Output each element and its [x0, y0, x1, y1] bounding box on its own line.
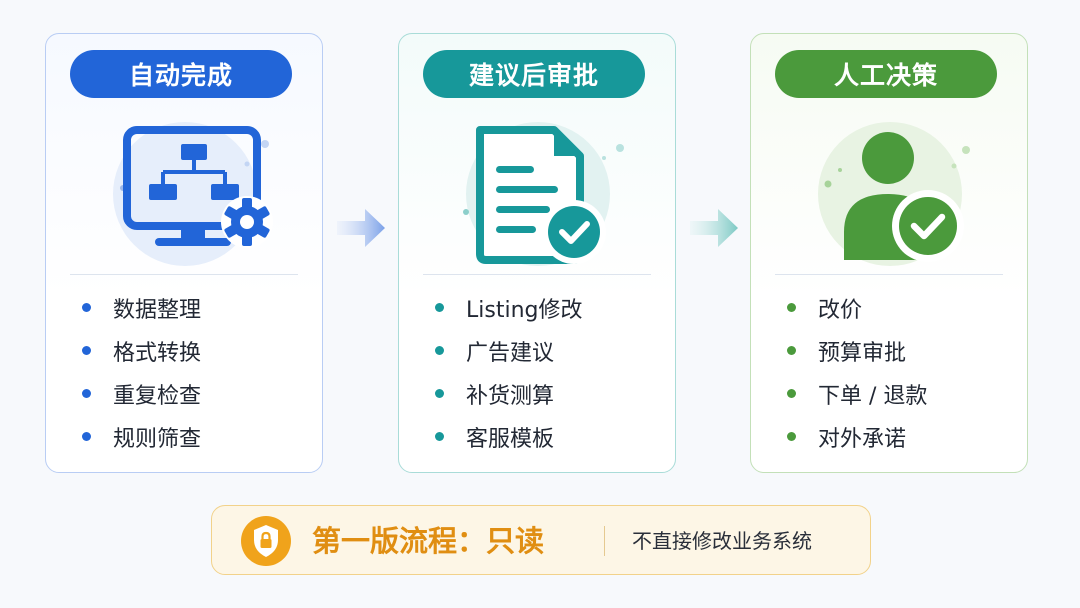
card-item-list: 改价 预算审批 下单 / 退款 对外承诺: [787, 286, 927, 458]
card-title: 建议后审批: [423, 50, 645, 98]
bullet-dot: [435, 432, 444, 441]
card-item-list: 数据整理 格式转换 重复检查 规则筛查: [82, 286, 201, 458]
person-check-icon: [818, 122, 970, 266]
bullet-dot: [82, 432, 91, 441]
bullet-dot: [435, 389, 444, 398]
list-item: 改价: [787, 286, 927, 329]
card-divider: [775, 274, 1003, 275]
list-item: 数据整理: [82, 286, 201, 329]
list-item: 规则筛查: [82, 415, 201, 458]
list-item: 格式转换: [82, 329, 201, 372]
read-only-banner: 第一版流程：只读 不直接修改业务系统: [211, 505, 871, 575]
arrow-right-icon: [337, 209, 385, 247]
banner-divider: [604, 526, 605, 556]
list-item: 对外承诺: [787, 415, 927, 458]
arrow-right-icon: [690, 209, 738, 247]
list-item: 广告建议: [435, 329, 582, 372]
bullet-dot: [435, 303, 444, 312]
shield-lock-icon: [241, 516, 291, 566]
card-human-decision: 人工决策 改价 预算审批 下单 / 退款 对外承诺: [750, 33, 1028, 473]
bullet-dot: [82, 303, 91, 312]
document-check-icon: [463, 122, 624, 266]
card-divider: [423, 274, 651, 275]
bullet-dot: [787, 432, 796, 441]
list-item: 客服模板: [435, 415, 582, 458]
list-item: 下单 / 退款: [787, 372, 927, 415]
bullet-dot: [787, 389, 796, 398]
bullet-dot: [82, 389, 91, 398]
card-divider: [70, 274, 298, 275]
card-title: 人工决策: [775, 50, 997, 98]
list-item: Listing修改: [435, 286, 582, 329]
banner-note: 不直接修改业务系统: [632, 529, 812, 553]
card-approval: 建议后审批 Listing修改 广告建议 补货测算 客服模板: [398, 33, 676, 473]
card-item-list: Listing修改 广告建议 补货测算 客服模板: [435, 286, 582, 458]
list-item: 预算审批: [787, 329, 927, 372]
list-item: 重复检查: [82, 372, 201, 415]
list-item: 补货测算: [435, 372, 582, 415]
card-auto-complete: 自动完成: [45, 33, 323, 473]
bullet-dot: [435, 346, 444, 355]
monitor-flowchart-gear-icon: [113, 122, 273, 266]
card-title: 自动完成: [70, 50, 292, 98]
bullet-dot: [82, 346, 91, 355]
banner-title: 第一版流程：只读: [312, 524, 545, 558]
bullet-dot: [787, 303, 796, 312]
bullet-dot: [787, 346, 796, 355]
